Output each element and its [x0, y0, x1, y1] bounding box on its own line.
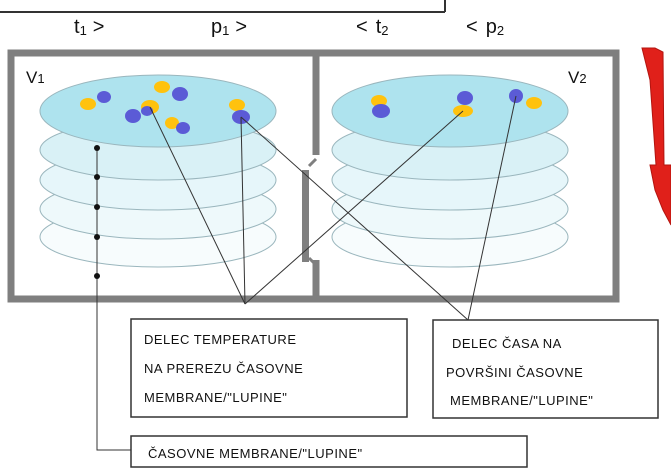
red-down-arrow	[641, 47, 671, 226]
membrane-marker-line	[94, 145, 131, 451]
partition-door-hinge	[307, 157, 318, 168]
particle-yellow	[165, 117, 179, 129]
particle-yellow	[526, 97, 542, 109]
header-p2: <p2	[466, 16, 504, 38]
particle-yellow	[229, 99, 245, 111]
particle-blue	[97, 91, 111, 103]
membrane-dot	[94, 174, 100, 180]
header-t1: t1>	[74, 16, 104, 38]
particle-blue	[372, 104, 390, 118]
particle-blue	[457, 91, 473, 105]
membrane-dot	[94, 145, 100, 151]
membrane-dot	[94, 204, 100, 210]
membrane-dot	[94, 273, 100, 279]
particle-yellow	[154, 81, 170, 93]
partition-door-hinge-lower	[307, 256, 318, 267]
temperature-particle-line-2: NA PREREZU ČASOVNE	[144, 361, 303, 376]
volume-label-v2: V2	[568, 68, 587, 87]
right-particles	[371, 89, 542, 118]
volume-label-v1: V1	[26, 68, 45, 87]
left-particles	[80, 81, 250, 134]
partition-gap	[312, 155, 320, 260]
time-particle-callout: DELEC ČASA NA POVRŠINI ČASOVNE MEMBRANE/…	[432, 319, 659, 419]
time-membranes-label: ČASOVNE MEMBRANE/"LUPINE"	[148, 446, 363, 461]
particle-blue	[176, 122, 190, 134]
header-t2: <t2	[356, 16, 388, 38]
temperature-particle-line-1: DELEC TEMPERATURE	[144, 332, 297, 347]
temperature-particle-line-3: MEMBRANE/"LUPINE"	[144, 390, 287, 405]
label-pointer-lines	[149, 95, 517, 321]
membrane-dot	[94, 234, 100, 240]
particle-blue	[172, 87, 188, 101]
right-membrane-stack	[331, 74, 569, 268]
particle-blue	[141, 106, 153, 116]
time-particle-line-1: DELEC ČASA NA	[452, 336, 562, 351]
partition-door	[302, 170, 309, 262]
time-particle-line-2: POVRŠINI ČASOVNE	[446, 365, 583, 380]
right-membrane-top	[331, 74, 569, 148]
particle-blue	[125, 109, 141, 123]
particle-yellow	[80, 98, 96, 110]
particle-yellow	[371, 95, 387, 107]
temperature-particle-callout: DELEC TEMPERATURE NA PREREZU ČASOVNE MEM…	[130, 318, 408, 418]
header-p1: p1>	[211, 16, 247, 38]
time-particle-line-3: MEMBRANE/"LUPINE"	[450, 393, 593, 408]
left-membrane-stack	[39, 74, 277, 268]
time-membranes-callout: ČASOVNE MEMBRANE/"LUPINE"	[130, 435, 528, 468]
